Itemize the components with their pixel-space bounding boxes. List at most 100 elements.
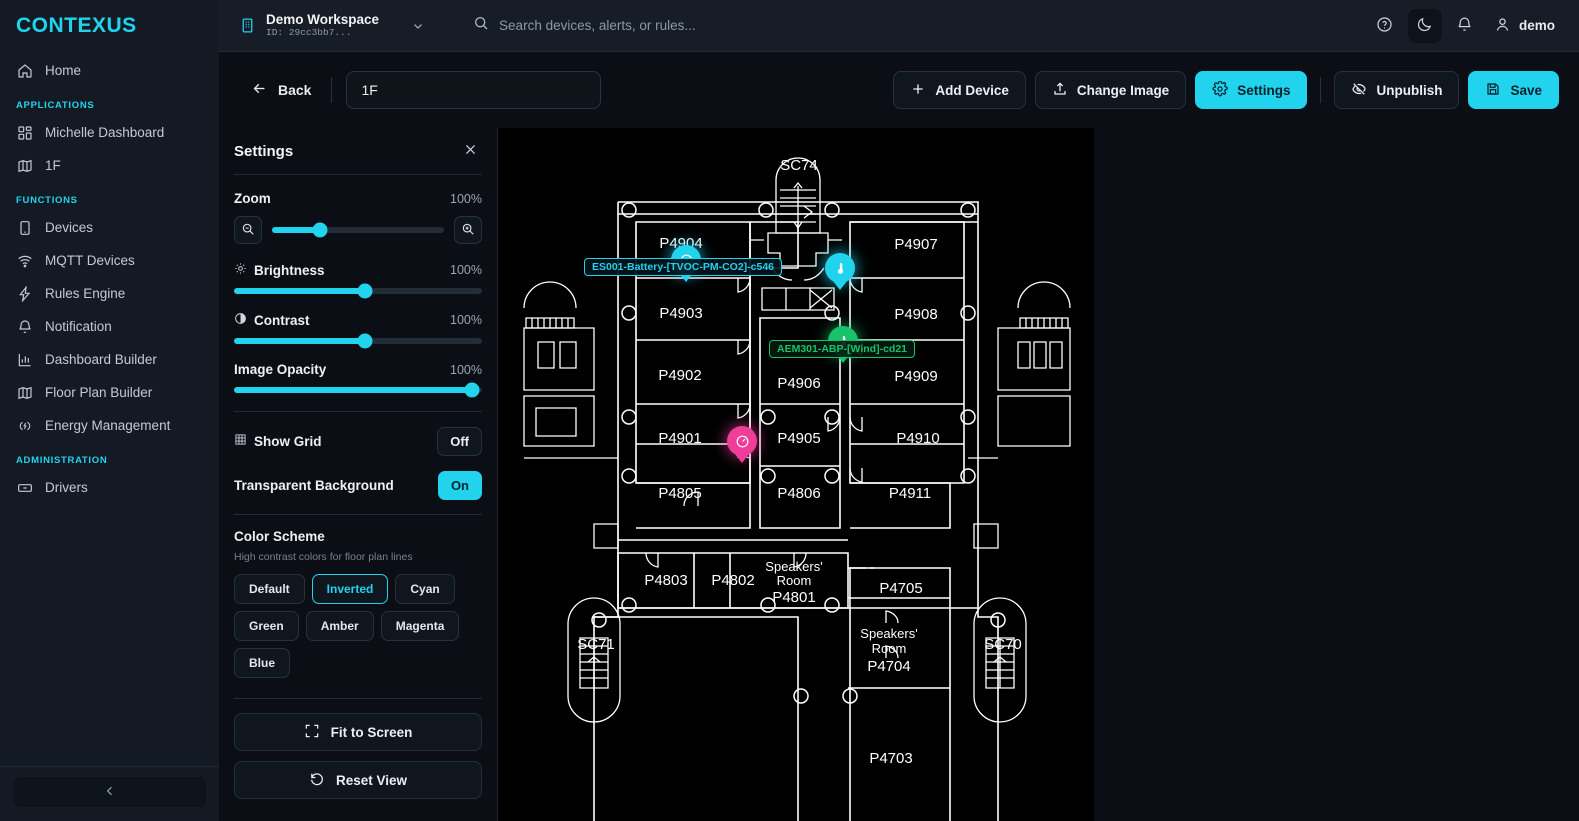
grid-lines-icon — [234, 433, 247, 449]
color-scheme-inverted[interactable]: Inverted — [311, 574, 389, 604]
pin-pink[interactable] — [727, 426, 757, 456]
divider — [331, 77, 333, 103]
fit-to-screen-button[interactable]: Fit to Screen — [234, 713, 482, 751]
plus-icon — [910, 81, 926, 100]
floor-plan-name-input[interactable] — [346, 71, 602, 109]
color-scheme-options: Default Inverted Cyan Green Amber Magent… — [234, 574, 482, 678]
sidebar-item-label: Floor Plan Builder — [45, 385, 153, 400]
pin-cyan[interactable] — [825, 253, 855, 283]
theme-toggle-button[interactable] — [1407, 8, 1442, 43]
zoom-in-button[interactable] — [454, 216, 482, 244]
chevron-left-icon — [103, 784, 117, 801]
workspace-switcher[interactable]: Demo Workspace ID: 29cc3bb7... — [239, 12, 431, 39]
brightness-slider-knob[interactable] — [357, 283, 373, 299]
add-device-label: Add Device — [935, 82, 1009, 98]
svg-text:Room: Room — [777, 573, 812, 588]
svg-text:P4705: P4705 — [879, 580, 922, 597]
sidebar: CONTEXUS Home APPLICATIONS Michelle Dash… — [0, 0, 219, 821]
color-scheme-amber[interactable]: Amber — [305, 611, 374, 641]
settings-button[interactable]: Settings — [1195, 71, 1308, 109]
search-input[interactable] — [499, 18, 840, 33]
reset-view-button[interactable]: Reset View — [234, 761, 482, 799]
save-button[interactable]: Save — [1468, 71, 1559, 109]
device-marker-pink[interactable] — [727, 426, 757, 456]
svg-text:SC74: SC74 — [780, 157, 818, 174]
device-marker-label-es001[interactable]: ES001-Battery-[TVOC-PM-CO2]-c546 — [583, 258, 783, 276]
contrast-slider[interactable] — [234, 333, 482, 349]
sidebar-item-label: Notification — [45, 319, 112, 334]
zoom-slider[interactable] — [272, 222, 444, 238]
change-image-button[interactable]: Change Image — [1034, 71, 1187, 109]
zoom-slider-knob[interactable] — [312, 222, 328, 238]
grid-icon — [16, 124, 33, 141]
show-grid-label: Show Grid — [254, 433, 322, 449]
sidebar-item-home[interactable]: Home — [0, 54, 219, 87]
sidebar-item-label: MQTT Devices — [45, 253, 135, 268]
sidebar-collapse-area — [0, 766, 219, 821]
energy-icon — [16, 417, 33, 434]
settings-panel-header: Settings — [234, 128, 482, 174]
wifi-icon — [16, 252, 33, 269]
zoom-label: Zoom — [234, 191, 271, 206]
color-scheme-blue[interactable]: Blue — [234, 648, 291, 678]
help-circle-icon — [1376, 16, 1393, 36]
zoom-value: 100% — [450, 191, 482, 206]
transparent-bg-toggle[interactable]: On — [437, 470, 482, 500]
sidebar-item-energy-management[interactable]: Energy Management — [0, 409, 219, 442]
zoom-out-icon — [241, 222, 255, 239]
sidebar-item-floor-plan-builder[interactable]: Floor Plan Builder — [0, 376, 219, 409]
color-scheme-subtitle: High contrast colors for floor plan line… — [234, 551, 413, 563]
arrow-left-icon — [251, 80, 268, 100]
save-label: Save — [1510, 82, 1542, 98]
back-button[interactable]: Back — [241, 74, 321, 106]
zoom-slider-row — [234, 216, 482, 244]
sidebar-item-drivers[interactable]: Drivers — [0, 471, 219, 504]
reset-icon — [309, 771, 325, 790]
save-icon — [1485, 81, 1501, 100]
sidebar-item-mqtt-devices[interactable]: MQTT Devices — [0, 244, 219, 277]
add-device-button[interactable]: Add Device — [893, 71, 1026, 109]
help-button[interactable] — [1368, 9, 1402, 43]
unpublish-label: Unpublish — [1376, 82, 1443, 98]
divider — [1320, 77, 1322, 103]
opacity-slider[interactable] — [234, 382, 482, 398]
sidebar-item-devices[interactable]: Devices — [0, 211, 219, 244]
color-scheme-cyan[interactable]: Cyan — [395, 574, 455, 604]
opacity-row-label: Image Opacity 100% — [234, 362, 482, 377]
notifications-button[interactable] — [1448, 9, 1482, 43]
building-icon — [239, 17, 256, 34]
contrast-slider-knob[interactable] — [357, 333, 373, 349]
floor-plan-image[interactable]: SC74 P4904 P4907 P4903 P4908 P4902 P4906… — [498, 128, 1094, 821]
close-settings-button[interactable] — [459, 138, 482, 164]
top-bar: Demo Workspace ID: 29cc3bb7... — [219, 0, 1579, 52]
settings-panel: Settings Zoom 100% — [219, 128, 498, 821]
search-icon — [473, 15, 489, 36]
drive-icon — [16, 479, 33, 496]
opacity-slider-knob[interactable] — [464, 382, 480, 398]
map-icon — [16, 384, 33, 401]
device-marker-temp-cyan[interactable] — [825, 253, 855, 283]
device-marker-label-aem301[interactable]: AEM301-ABP-[Wind]-cd21 — [769, 340, 915, 358]
floor-plan-canvas[interactable]: SC74 P4904 P4907 P4903 P4908 P4902 P4906… — [498, 128, 1579, 821]
sidebar-item-1f[interactable]: 1F — [0, 149, 219, 182]
brightness-slider[interactable] — [234, 283, 482, 299]
color-scheme-magenta[interactable]: Magenta — [380, 611, 460, 641]
sidebar-item-dashboard-builder[interactable]: Dashboard Builder — [0, 343, 219, 376]
chevron-down-icon[interactable] — [411, 19, 425, 33]
sidebar-item-michelle-dashboard[interactable]: Michelle Dashboard — [0, 116, 219, 149]
svg-text:P4806: P4806 — [777, 485, 820, 502]
sidebar-item-rules-engine[interactable]: Rules Engine — [0, 277, 219, 310]
show-grid-toggle[interactable]: Off — [437, 426, 482, 456]
unpublish-button[interactable]: Unpublish — [1334, 71, 1460, 109]
search-bar[interactable] — [473, 15, 1368, 36]
sidebar-item-notification[interactable]: Notification — [0, 310, 219, 343]
color-scheme-default[interactable]: Default — [234, 574, 305, 604]
color-scheme-green[interactable]: Green — [234, 611, 299, 641]
home-icon — [16, 62, 33, 79]
user-menu[interactable]: demo — [1488, 9, 1565, 43]
zoom-out-button[interactable] — [234, 216, 262, 244]
sidebar-collapse-button[interactable] — [13, 777, 206, 807]
divider — [234, 698, 482, 699]
svg-text:P4905: P4905 — [777, 430, 820, 447]
zoom-slider-fill — [272, 227, 321, 233]
